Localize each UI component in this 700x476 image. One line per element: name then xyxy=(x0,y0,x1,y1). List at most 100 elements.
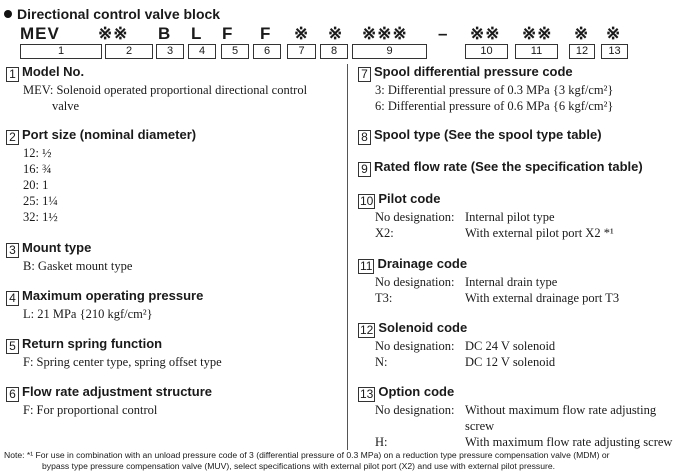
section-line: 25: 1¼ xyxy=(23,194,58,208)
section-line: L: 21 MPa {210 kgf/cm²} xyxy=(23,307,153,321)
section-title: Rated flow rate (See the specification t… xyxy=(374,159,643,174)
option-key: H: xyxy=(375,435,388,449)
code-number-box: 1 xyxy=(20,44,102,59)
section-title: Spool type (See the spool type table) xyxy=(374,127,602,142)
option-key: No designation: xyxy=(375,403,455,417)
section-number: 7 xyxy=(358,67,371,82)
option-row: No designation: Internal pilot type xyxy=(375,209,614,225)
option-row: H: With maximum flow rate adjusting screw xyxy=(375,434,672,450)
option-key: No designation: xyxy=(375,210,455,224)
code-token: ※ xyxy=(606,24,622,43)
code-number-box: 11 xyxy=(515,44,558,59)
option-row: N: DC 12 V solenoid xyxy=(375,354,555,370)
option-row: T3: With external drainage port T3 xyxy=(375,290,619,306)
option-row: No designation: Internal drain type xyxy=(375,274,619,290)
code-token: B xyxy=(158,24,172,43)
section-number: 12 xyxy=(358,323,376,338)
bullet-icon xyxy=(4,10,12,18)
option-value: screw xyxy=(465,419,495,433)
section-number: 2 xyxy=(6,130,19,145)
option-value: Internal drain type xyxy=(465,275,558,289)
code-token: MEV xyxy=(20,24,60,43)
section-title: Drainage code xyxy=(377,256,468,271)
option-key: No designation: xyxy=(375,275,455,289)
code-token: ※ xyxy=(294,24,310,43)
code-token: F xyxy=(222,24,234,43)
section-line: F: Spring center type, spring offset typ… xyxy=(23,355,222,369)
option-value: With external drainage port T3 xyxy=(465,291,620,305)
section-title: Mount type xyxy=(22,240,92,255)
section-title: Option code xyxy=(378,384,455,399)
option-row: No designation: Without maximum flow rate… xyxy=(375,402,672,418)
code-token: L xyxy=(191,24,203,43)
option-value: With external pilot port X2 *¹ xyxy=(465,226,614,240)
section-line: 12: ½ xyxy=(23,146,52,160)
section-line: MEV: Solenoid operated proportional dire… xyxy=(23,83,308,97)
section-title: Model No. xyxy=(22,64,85,79)
section-line: 20: 1 xyxy=(23,178,49,192)
section-number: 13 xyxy=(358,387,376,402)
section-line: 16: ¾ xyxy=(23,162,52,176)
code-token: ※ xyxy=(328,24,344,43)
option-value: DC 24 V solenoid xyxy=(465,339,556,353)
code-token: ※※ xyxy=(98,24,129,43)
section-number: 11 xyxy=(358,259,375,274)
option-key: No designation: xyxy=(375,339,455,353)
option-row: screw xyxy=(375,418,672,434)
option-value: Without maximum flow rate adjusting xyxy=(465,403,657,417)
option-row: X2: With external pilot port X2 *¹ xyxy=(375,225,614,241)
code-number-box: 12 xyxy=(569,44,595,59)
section-number: 1 xyxy=(6,67,19,82)
option-key: N: xyxy=(375,355,388,369)
column-divider xyxy=(347,64,348,450)
code-token: ※ xyxy=(574,24,590,43)
code-number-box: 13 xyxy=(601,44,628,59)
section-number: 4 xyxy=(6,291,19,306)
section-number: 8 xyxy=(358,130,371,145)
page-title: Directional control valve block xyxy=(4,6,220,22)
footnote-line: Note: *¹ For use in combination with an … xyxy=(4,450,610,460)
section-line: 32: 1½ xyxy=(23,210,58,224)
section-title: Spool differential pressure code xyxy=(374,64,573,79)
section-line: 3: Differential pressure of 0.3 MPa {3 k… xyxy=(375,83,614,97)
section-title: Pilot code xyxy=(378,191,441,206)
option-row: No designation: DC 24 V solenoid xyxy=(375,338,555,354)
footnote: Note: *¹ For use in combination with an … xyxy=(4,450,698,472)
model-code-row: MEV ※※ B L F F ※ ※ ※※※ – ※※ ※※ ※ ※ xyxy=(0,24,700,43)
code-token: ※※※ xyxy=(362,24,408,43)
section-title: Port size (nominal diameter) xyxy=(22,127,197,142)
option-value: With maximum flow rate adjusting screw xyxy=(465,435,673,449)
code-number-box: 4 xyxy=(188,44,216,59)
option-key: X2: xyxy=(375,226,394,240)
option-value: DC 12 V solenoid xyxy=(465,355,556,369)
code-token: ※※ xyxy=(470,24,501,43)
code-token: F xyxy=(260,24,272,43)
section-line: B: Gasket mount type xyxy=(23,259,133,273)
section-number: 10 xyxy=(358,194,376,209)
option-value: Internal pilot type xyxy=(465,210,555,224)
code-number-box: 6 xyxy=(253,44,281,59)
option-key: T3: xyxy=(375,291,393,305)
code-number-box: 10 xyxy=(465,44,508,59)
code-number-box: 9 xyxy=(352,44,427,59)
section-title: Flow rate adjustment structure xyxy=(22,384,212,399)
code-number-box: 5 xyxy=(221,44,249,59)
code-number-box: 2 xyxy=(105,44,153,59)
section-title: Solenoid code xyxy=(378,320,468,335)
section-number: 9 xyxy=(358,162,371,177)
section-number: 6 xyxy=(6,387,19,402)
section-title: Maximum operating pressure xyxy=(22,288,204,303)
